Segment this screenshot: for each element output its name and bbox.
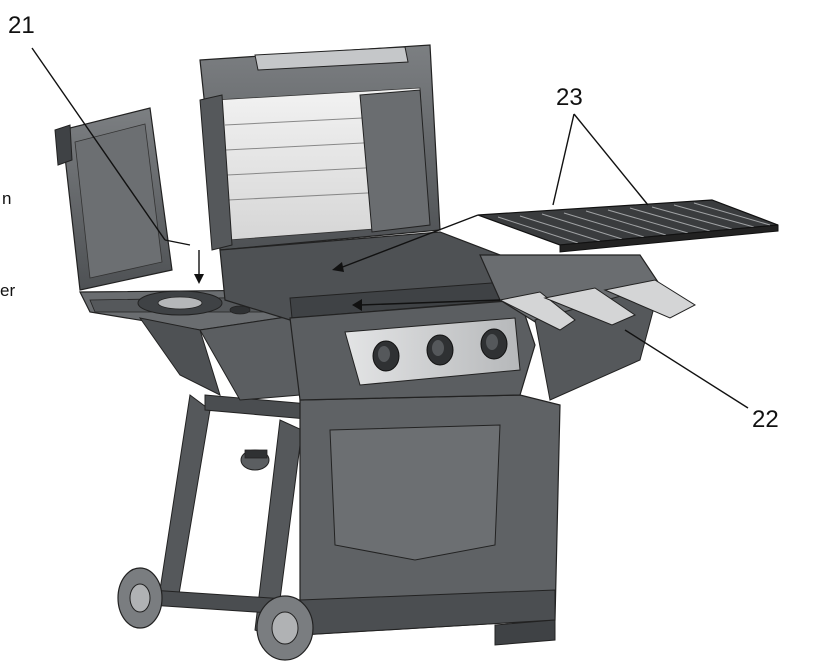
- gas-regulator: [240, 449, 270, 471]
- down-arrow: [194, 274, 204, 284]
- insert-arrow: [332, 262, 344, 272]
- flame-tamers: [498, 279, 697, 331]
- knob-icon: [372, 340, 400, 372]
- knob-icon: [480, 328, 508, 360]
- knob-icon: [426, 334, 454, 366]
- firebox: [219, 231, 511, 321]
- main-lid: [199, 44, 441, 251]
- side-burner-lid: [54, 107, 173, 291]
- callout-23: 23: [556, 84, 583, 111]
- wheel-icon: [256, 595, 314, 661]
- cut-text-line2: er: [0, 281, 16, 300]
- callout-22: 22: [752, 406, 779, 433]
- cut-text-line1: n: [2, 189, 12, 208]
- insert-arrow: [352, 299, 362, 311]
- cabinet: [299, 394, 561, 646]
- wheel-icon: [117, 567, 163, 629]
- cooking-grids: [477, 199, 779, 253]
- control-panel: [289, 299, 536, 401]
- leader-lines: [31, 47, 749, 409]
- callout-21: 21: [8, 12, 35, 39]
